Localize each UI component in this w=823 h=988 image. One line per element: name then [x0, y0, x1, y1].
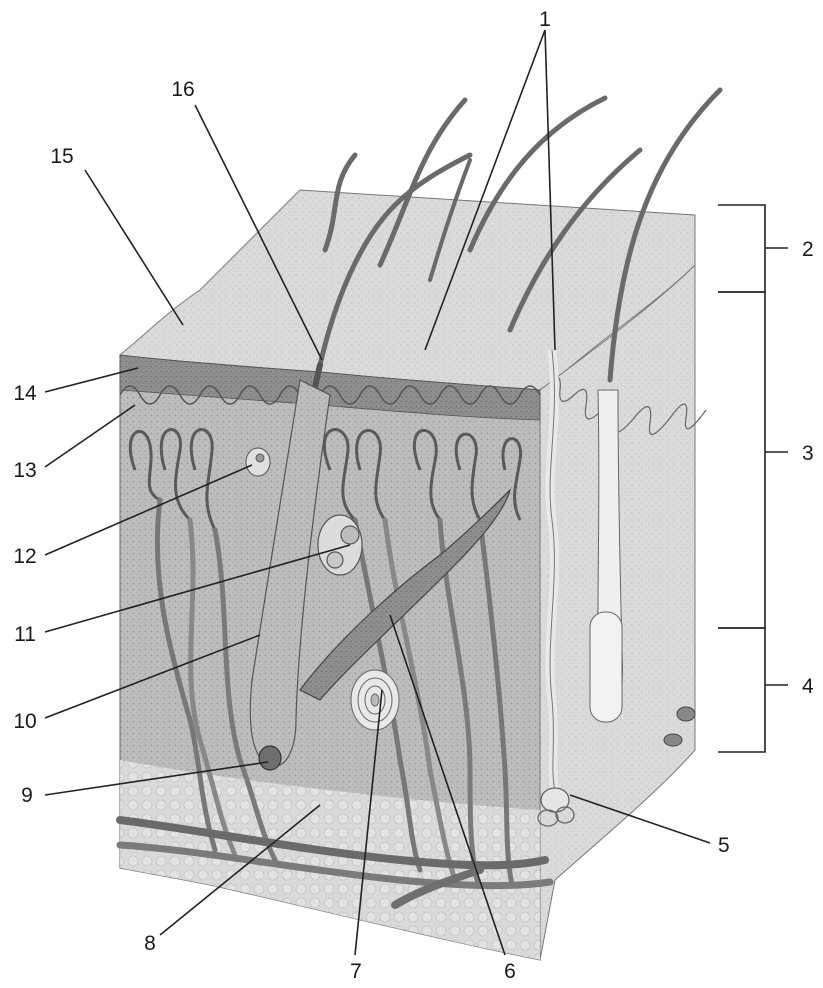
label-6: 6	[504, 960, 516, 983]
hair-bulb-papilla	[259, 746, 281, 770]
label-9: 9	[21, 784, 33, 807]
lamellar-corpuscle	[351, 670, 399, 730]
label-10: 10	[13, 710, 36, 733]
label-16: 16	[171, 78, 194, 101]
label-8: 8	[144, 932, 156, 955]
label-13: 13	[13, 459, 36, 482]
tactile-corpuscle	[246, 448, 270, 476]
label-15: 15	[50, 145, 73, 168]
label-12: 12	[13, 545, 36, 568]
label-4: 4	[802, 675, 814, 698]
bracket-4	[718, 628, 788, 752]
label-1: 1	[539, 8, 551, 31]
sebaceous-gland	[318, 515, 362, 575]
label-11: 11	[14, 623, 36, 646]
label-14: 14	[13, 382, 37, 405]
label-3: 3	[802, 442, 814, 465]
side-hair-bulb	[590, 612, 622, 722]
label-7: 7	[350, 960, 362, 983]
leader-15	[85, 170, 183, 325]
label-2: 2	[802, 238, 814, 261]
bracket-3	[718, 292, 788, 628]
bracket-2	[718, 205, 788, 292]
label-5: 5	[718, 834, 730, 857]
